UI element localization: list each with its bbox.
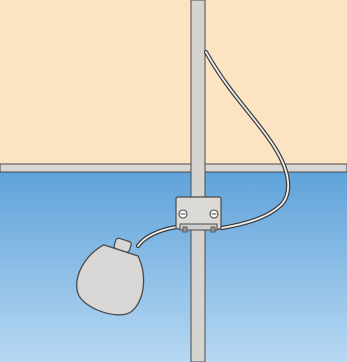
wall-background [0,0,347,170]
float-switch [76,237,145,316]
clamp-screw-left [178,209,188,219]
water-body [0,170,347,362]
mounting-clamp [175,196,222,233]
vertical-pole [190,0,206,362]
waterline-beam [0,163,347,173]
float-cable [135,49,291,249]
clamp-screw-right [209,209,219,219]
